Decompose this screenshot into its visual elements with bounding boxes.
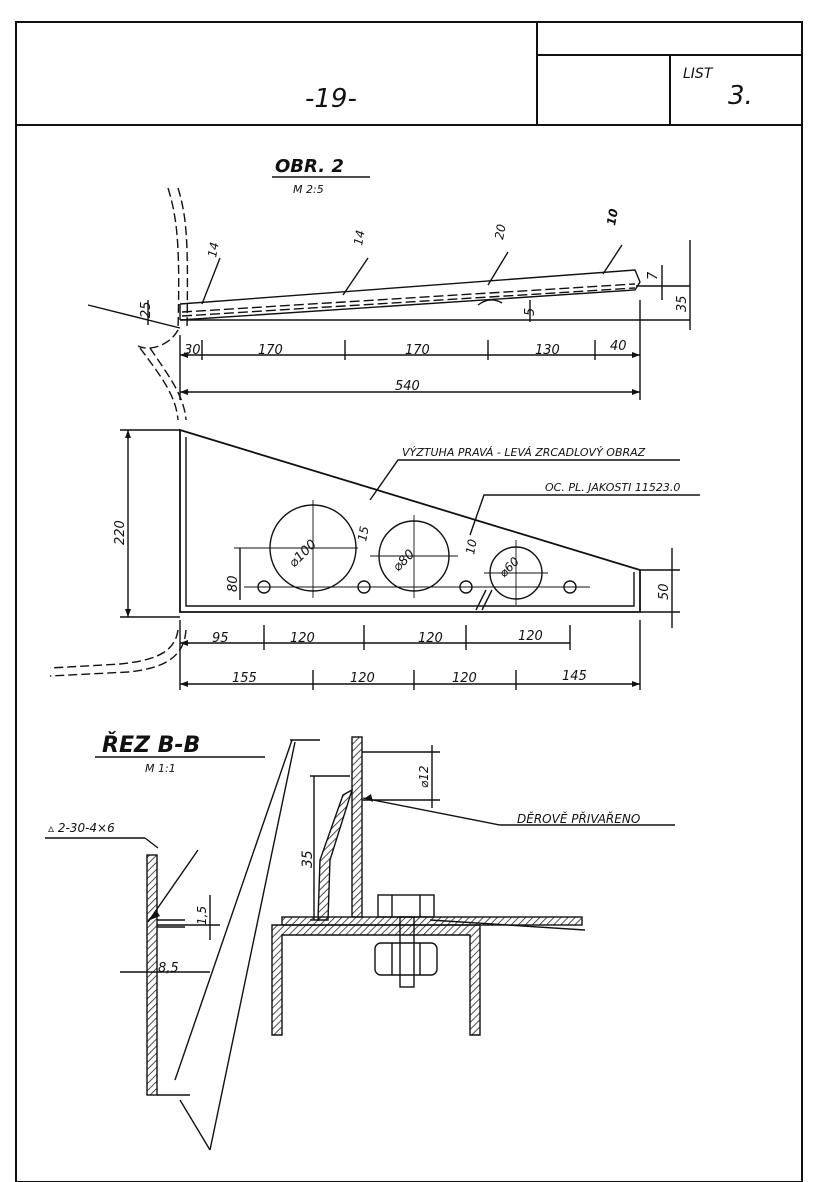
section-dim-12: ⌀12 — [417, 766, 431, 789]
dim-220: 220 — [113, 520, 128, 545]
weld-mark-3: 20 — [492, 223, 509, 241]
top-view-drawing — [87, 176, 691, 400]
note-material: OC. PL. JAKOSTI 11523.0 — [545, 481, 680, 494]
hole-spacing-120b: 120 — [418, 631, 443, 646]
hole-spacing-95: 95 — [212, 631, 229, 646]
sheet-frame — [15, 21, 803, 1182]
bottom-spacing-145: 145 — [562, 669, 587, 684]
hole-spacing-120a: 120 — [290, 631, 315, 646]
weld-symbol-label: ▵ 2-30-4×6 — [48, 821, 115, 835]
dim-35: 35 — [675, 295, 690, 312]
section-title: ŘEZ B-B — [102, 732, 200, 758]
section-dim-8-5: 8,5 — [158, 961, 179, 976]
weld-mark-4: 10 — [604, 208, 621, 227]
dim-50: 50 — [657, 583, 672, 600]
weld-mark-1: 14 — [205, 241, 221, 258]
dim-15: 15 — [355, 525, 371, 542]
dim-h-170a: 170 — [258, 343, 283, 358]
bottom-spacing-120b: 120 — [452, 671, 477, 686]
section-scale: M 1:1 — [145, 762, 176, 775]
hole-label-60: ⌀60 — [496, 554, 522, 580]
hole-spacing-120c: 120 — [518, 629, 543, 644]
sheet-label: LIST — [683, 66, 714, 82]
dim-h-130: 130 — [535, 343, 560, 358]
dim-h-30: 30 — [184, 343, 201, 358]
section-drawing — [45, 736, 675, 1151]
weld-mark-2: 14 — [351, 229, 367, 246]
section-dim-35: 35 — [300, 850, 316, 868]
dim-h-40: 40 — [610, 339, 627, 354]
weld-note: DĚROVĚ PŘIVAŘENO — [517, 811, 640, 826]
dim-10: 10 — [463, 538, 480, 556]
dim-h-170b: 170 — [405, 343, 430, 358]
hole-label-100: ⌀100 — [286, 537, 320, 571]
figure-scale: M 2:5 — [293, 183, 324, 196]
sheet-number: 3. — [728, 81, 753, 111]
dim-5: 5 — [523, 308, 538, 316]
dim-7: 7 — [646, 271, 661, 280]
figure-title: OBR. 2 — [275, 156, 344, 177]
bottom-spacing-120a: 120 — [350, 671, 375, 686]
plate-drawing — [49, 347, 700, 690]
section-dim-1-5: 1,5 — [195, 906, 209, 925]
bottom-spacing-155: 155 — [232, 671, 257, 686]
dim-total-540: 540 — [395, 379, 420, 394]
note-side: VÝZTUHA PRAVÁ - LEVÁ ZRCADLOVÝ OBRAZ — [402, 446, 646, 459]
page-number: -19- — [305, 84, 357, 114]
dim-80: 80 — [226, 575, 241, 592]
dim-25: 25 — [139, 301, 154, 318]
